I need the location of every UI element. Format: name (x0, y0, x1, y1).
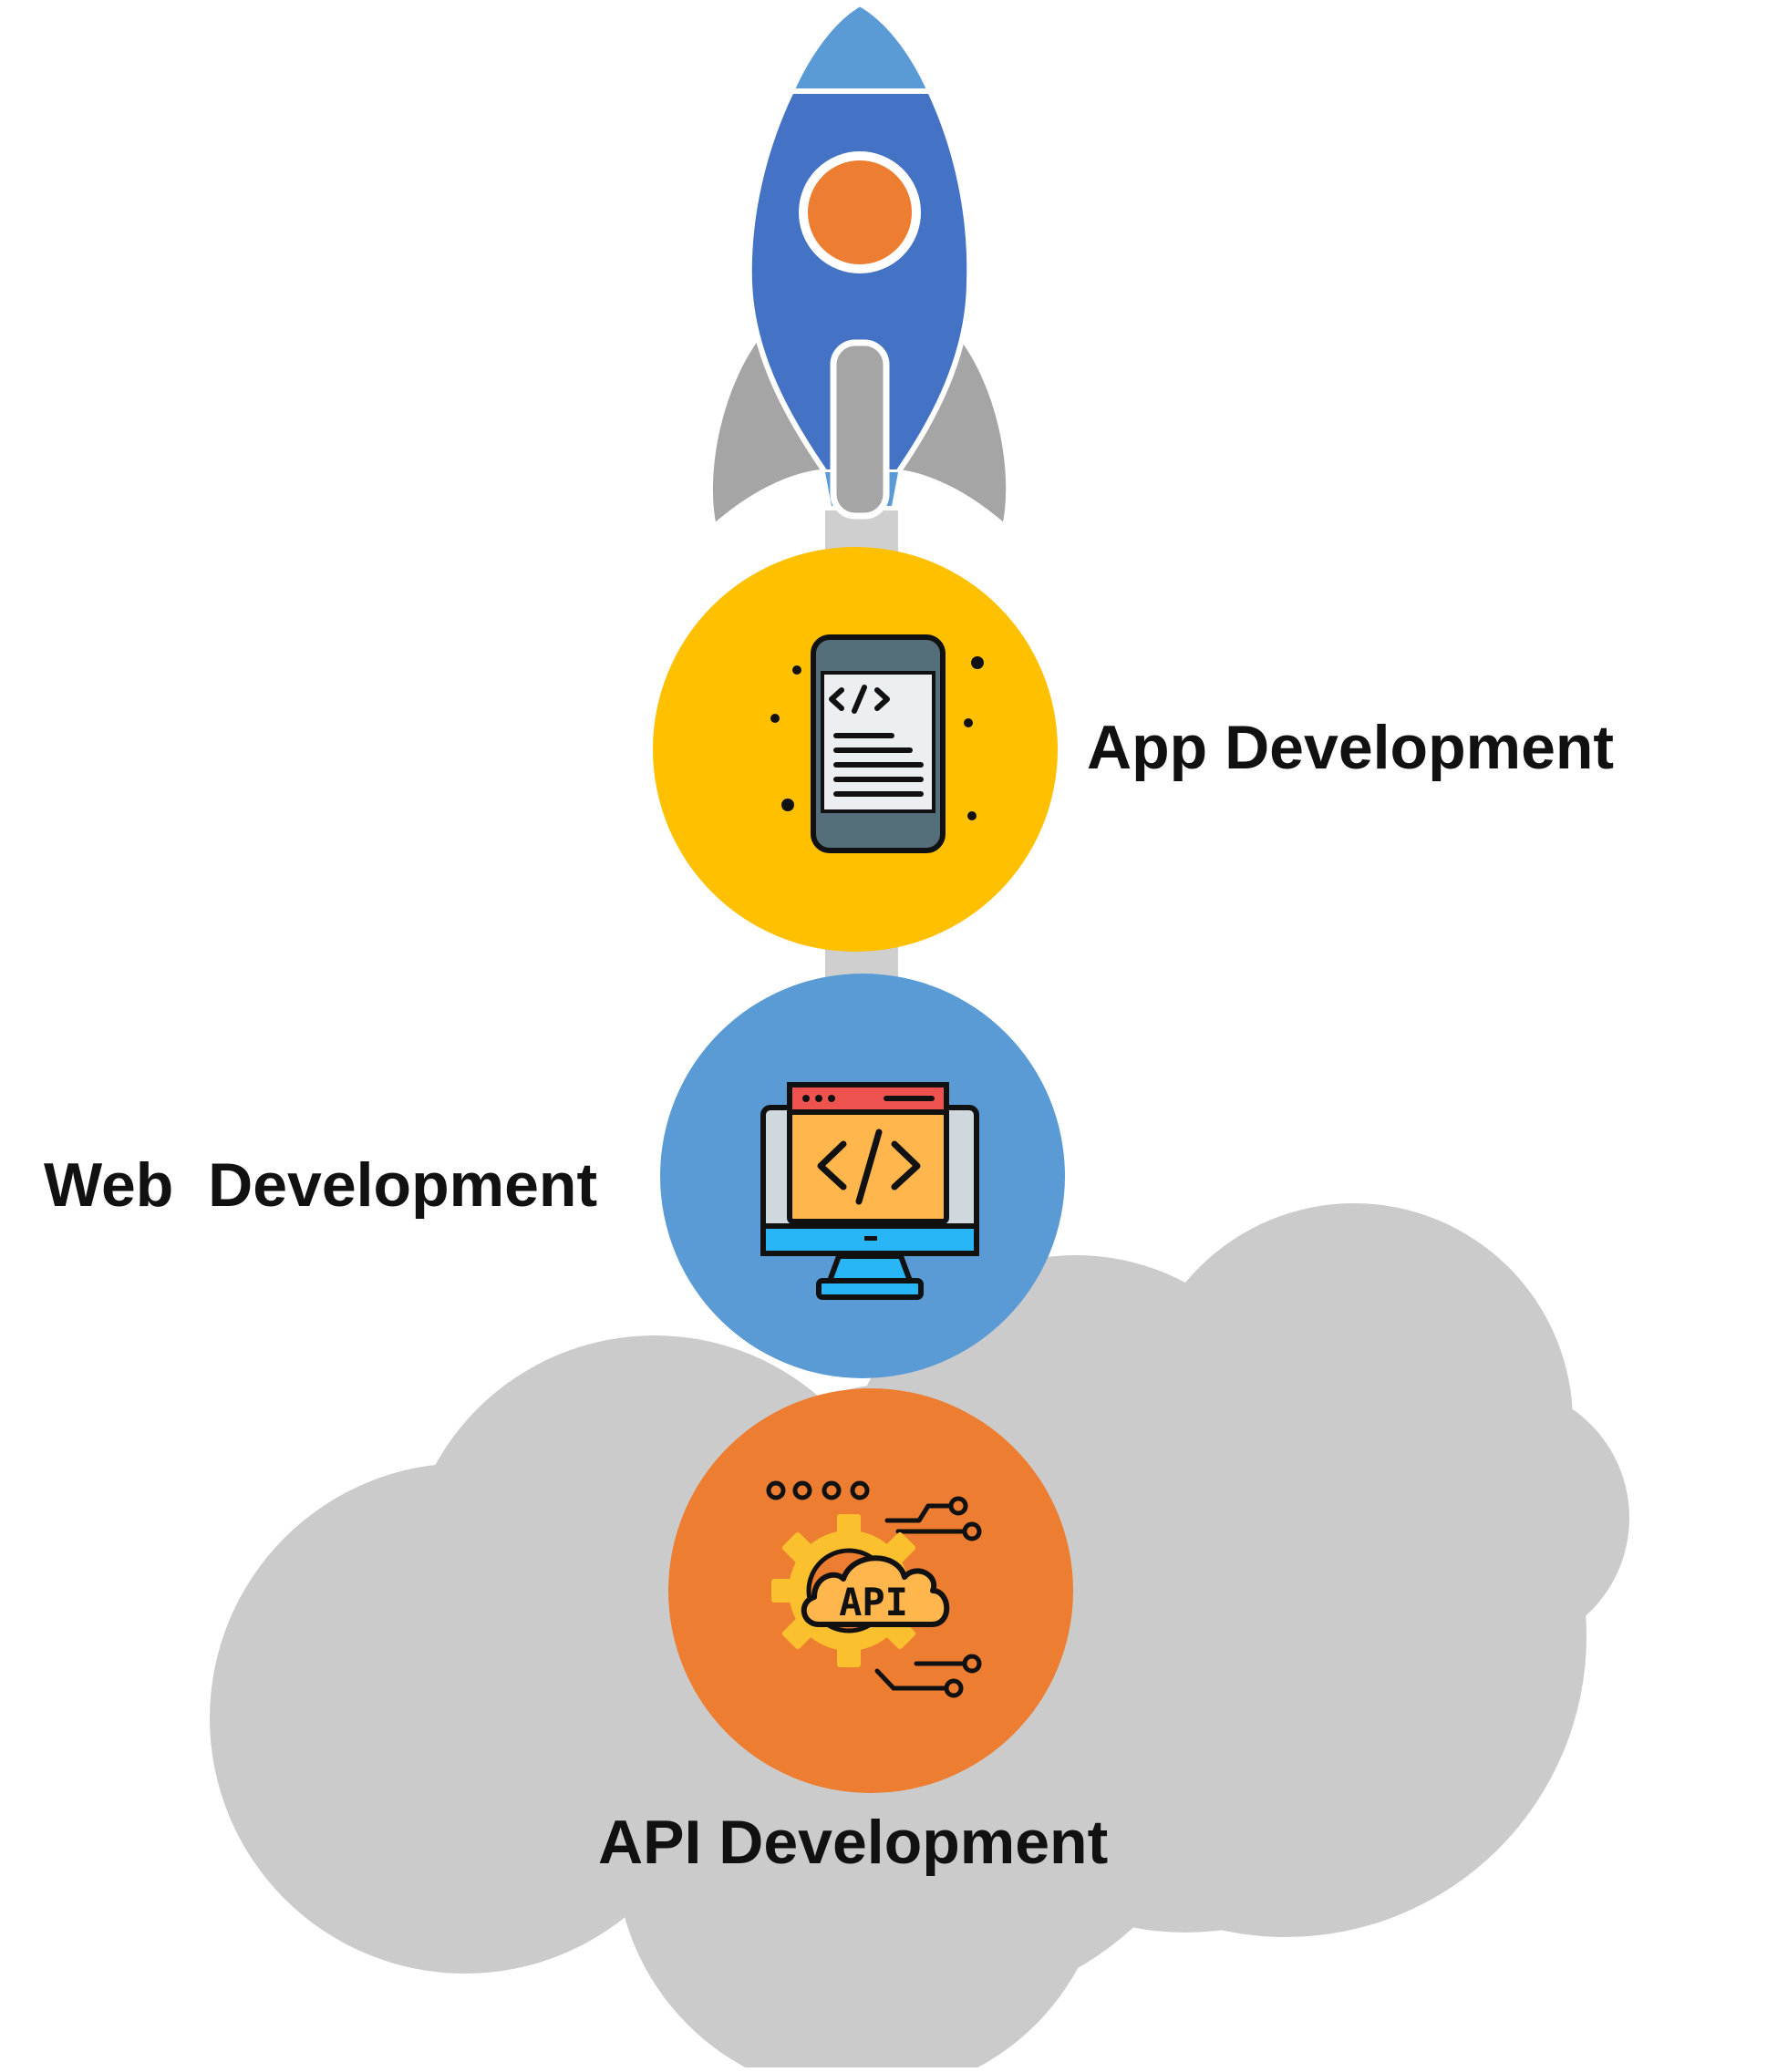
mobile-code-icon (770, 634, 984, 853)
api-cloud-gear-icon: API (766, 1480, 982, 1698)
app-development-label: App Development (1087, 713, 1615, 782)
api-development-label: API Development (598, 1808, 1109, 1877)
web-development-label: Web Development (44, 1150, 598, 1220)
monitor-code-icon (760, 1082, 979, 1300)
api-icon-text: API (839, 1580, 908, 1624)
rocket-icon (707, 1, 1012, 530)
